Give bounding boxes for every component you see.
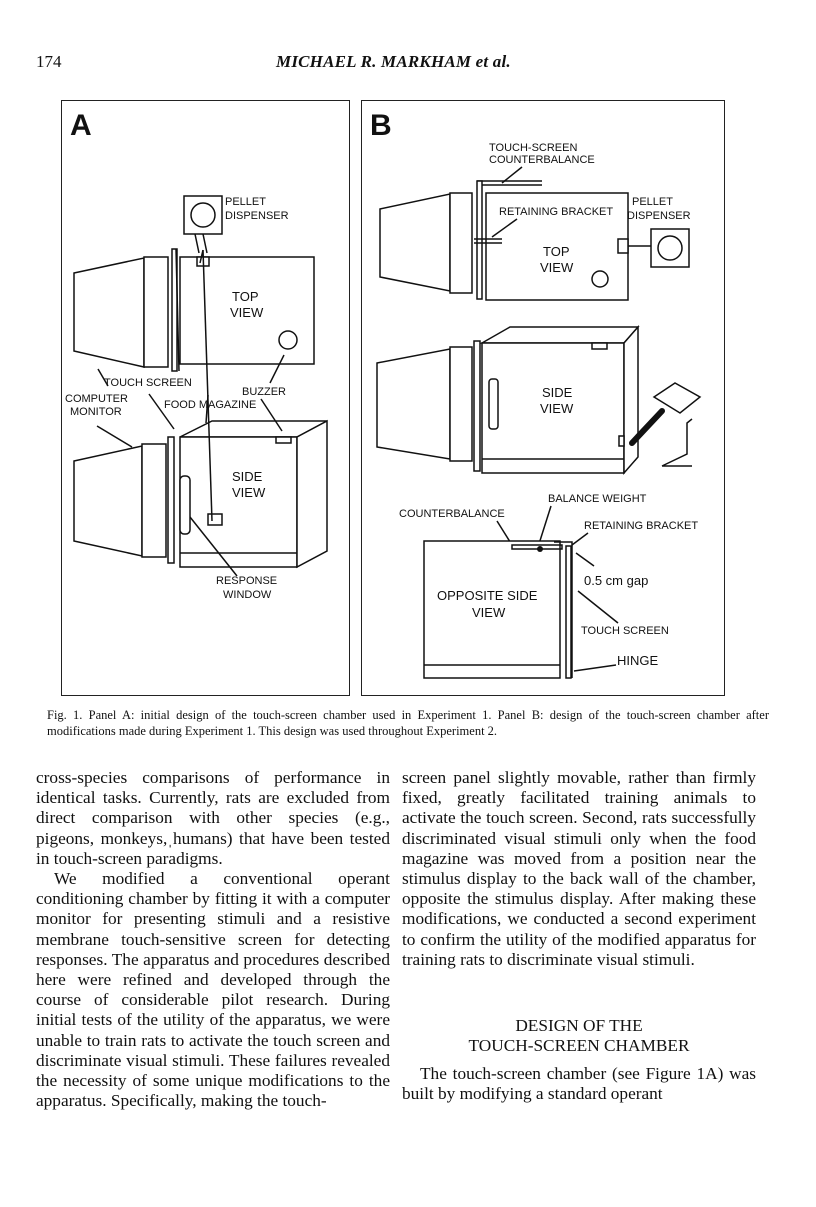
label-top-2: VIEW [230,305,264,320]
b-side-roof [479,326,640,344]
label-b-hinge: HINGE [617,653,659,668]
label-buzzer: BUZZER [242,386,286,398]
b-monitor-top-back [449,192,473,294]
side-view-chamber [179,436,298,568]
b-touch-screen-side [473,340,481,472]
pellet-dispenser-box [183,195,223,235]
label-response-2: WINDOW [223,589,272,601]
label-pellet-2: DISPENSER [225,210,289,222]
b-balance-weight [652,382,702,414]
b-retaining-bracket [554,541,573,678]
b-top-view-chamber [485,192,629,301]
response-window [179,475,191,535]
label-b-balance-weight: BALANCE WEIGHT [548,493,647,505]
label-food-magazine: FOOD MAGAZINE [164,399,256,411]
b-response-window [488,378,499,430]
label-computer-1: COMPUTER [65,393,128,405]
top-view-chamber [179,256,315,365]
b-side-magazine-mark [591,342,608,350]
label-ts-counterbalance-2: COUNTERBALANCE [489,154,595,166]
paragraph: The touch-screen chamber (see Figure 1A)… [402,1064,756,1104]
panel-b-diagram: TOUCH-SCREEN COUNTERBALANCE PELLET DISPE… [376,142,702,679]
side-view-side [296,419,328,569]
figure-caption: Fig. 1. Panel A: initial design of the t… [47,708,769,738]
monitor-top-back [143,256,169,368]
side-buzzer [275,436,292,444]
b-opposite-touch-screen [565,545,572,679]
panel-a-letter: A [70,109,92,142]
label-ts-counterbalance-1: TOUCH-SCREEN [489,142,577,154]
paragraph: screen panel slightly movable, rather th… [402,768,756,969]
label-b-gap: 0.5 cm gap [584,573,648,588]
label-touch-screen: TOUCH SCREEN [104,377,192,389]
label-b-opposite-2: VIEW [472,605,506,620]
running-head: MICHAEL R. MARKHAM et al. [276,52,511,71]
label-b-retaining: RETAINING BRACKET [584,520,698,532]
section-heading-line-2: TOUCH-SCREEN CHAMBER [468,1036,690,1056]
label-b-side-1: SIDE [542,385,573,400]
label-pellet-1: PELLET [225,196,266,208]
left-column: cross-species comparisons of performance… [36,768,390,1111]
monitor-top-front [73,257,145,368]
label-b-pellet-2: DISPENSER [627,210,691,222]
figure-panel-b: B TOUCH-SCREEN COUNTERBALANCE PELLET DIS… [361,100,725,696]
label-b-touch-screen: TOUCH SCREEN [581,625,669,637]
b-side-wall [623,325,639,475]
right-column: screen panel slightly movable, rather th… [402,768,756,1104]
panel-b-letter: B [370,109,392,142]
label-b-retaining-top: RETAINING BRACKET [499,206,613,218]
label-response-1: RESPONSE [216,575,277,587]
monitor-side-front [73,445,143,557]
b-side-magazine [618,435,625,447]
side-food-magazine [207,513,223,526]
paragraph: We modified a conventional operant condi… [36,869,390,1111]
label-b-side-2: VIEW [540,401,574,416]
section-heading: DESIGN OF THE TOUCH-SCREEN CHAMBER [402,1016,756,1056]
panel-a-diagram: PELLET DISPENSER TOP VIEW SIDE VIEW TOUC… [65,195,328,601]
label-side-2: VIEW [232,485,266,500]
b-touch-screen-top [476,180,483,300]
b-top-buzzer [591,270,609,288]
b-monitor-top-front [379,193,451,292]
page-number: 174 [36,52,62,71]
section-heading-line-1: DESIGN OF THE [515,1016,643,1036]
label-top-1: TOP [232,289,259,304]
paragraph: cross-species comparisons of performance… [36,768,390,868]
label-b-opposite-1: OPPOSITE SIDE [437,588,538,603]
label-computer-2: MONITOR [70,406,122,418]
pellet-dispenser-wheel [190,202,216,228]
top-buzzer [278,330,298,350]
monitor-side-back [141,443,167,558]
b-monitor-side-back [449,346,473,462]
b-opposite-chamber [423,540,561,679]
b-balance-arm [629,408,665,446]
b-monitor-side-front [376,348,451,460]
label-b-top-1: TOP [543,244,570,259]
b-side-chamber [481,342,625,474]
b-food-magazine-top [617,238,629,254]
label-b-counterbalance: COUNTERBALANCE [399,508,505,520]
label-b-top-2: VIEW [540,260,574,275]
touch-screen-side [167,436,175,564]
figure-panel-a: A PELLET DISPENSER TOP VIEW SIDE VIEW [61,100,350,696]
b-pellet-dispenser [650,228,690,268]
label-side-1: SIDE [232,469,263,484]
label-b-pellet-1: PELLET [632,196,673,208]
